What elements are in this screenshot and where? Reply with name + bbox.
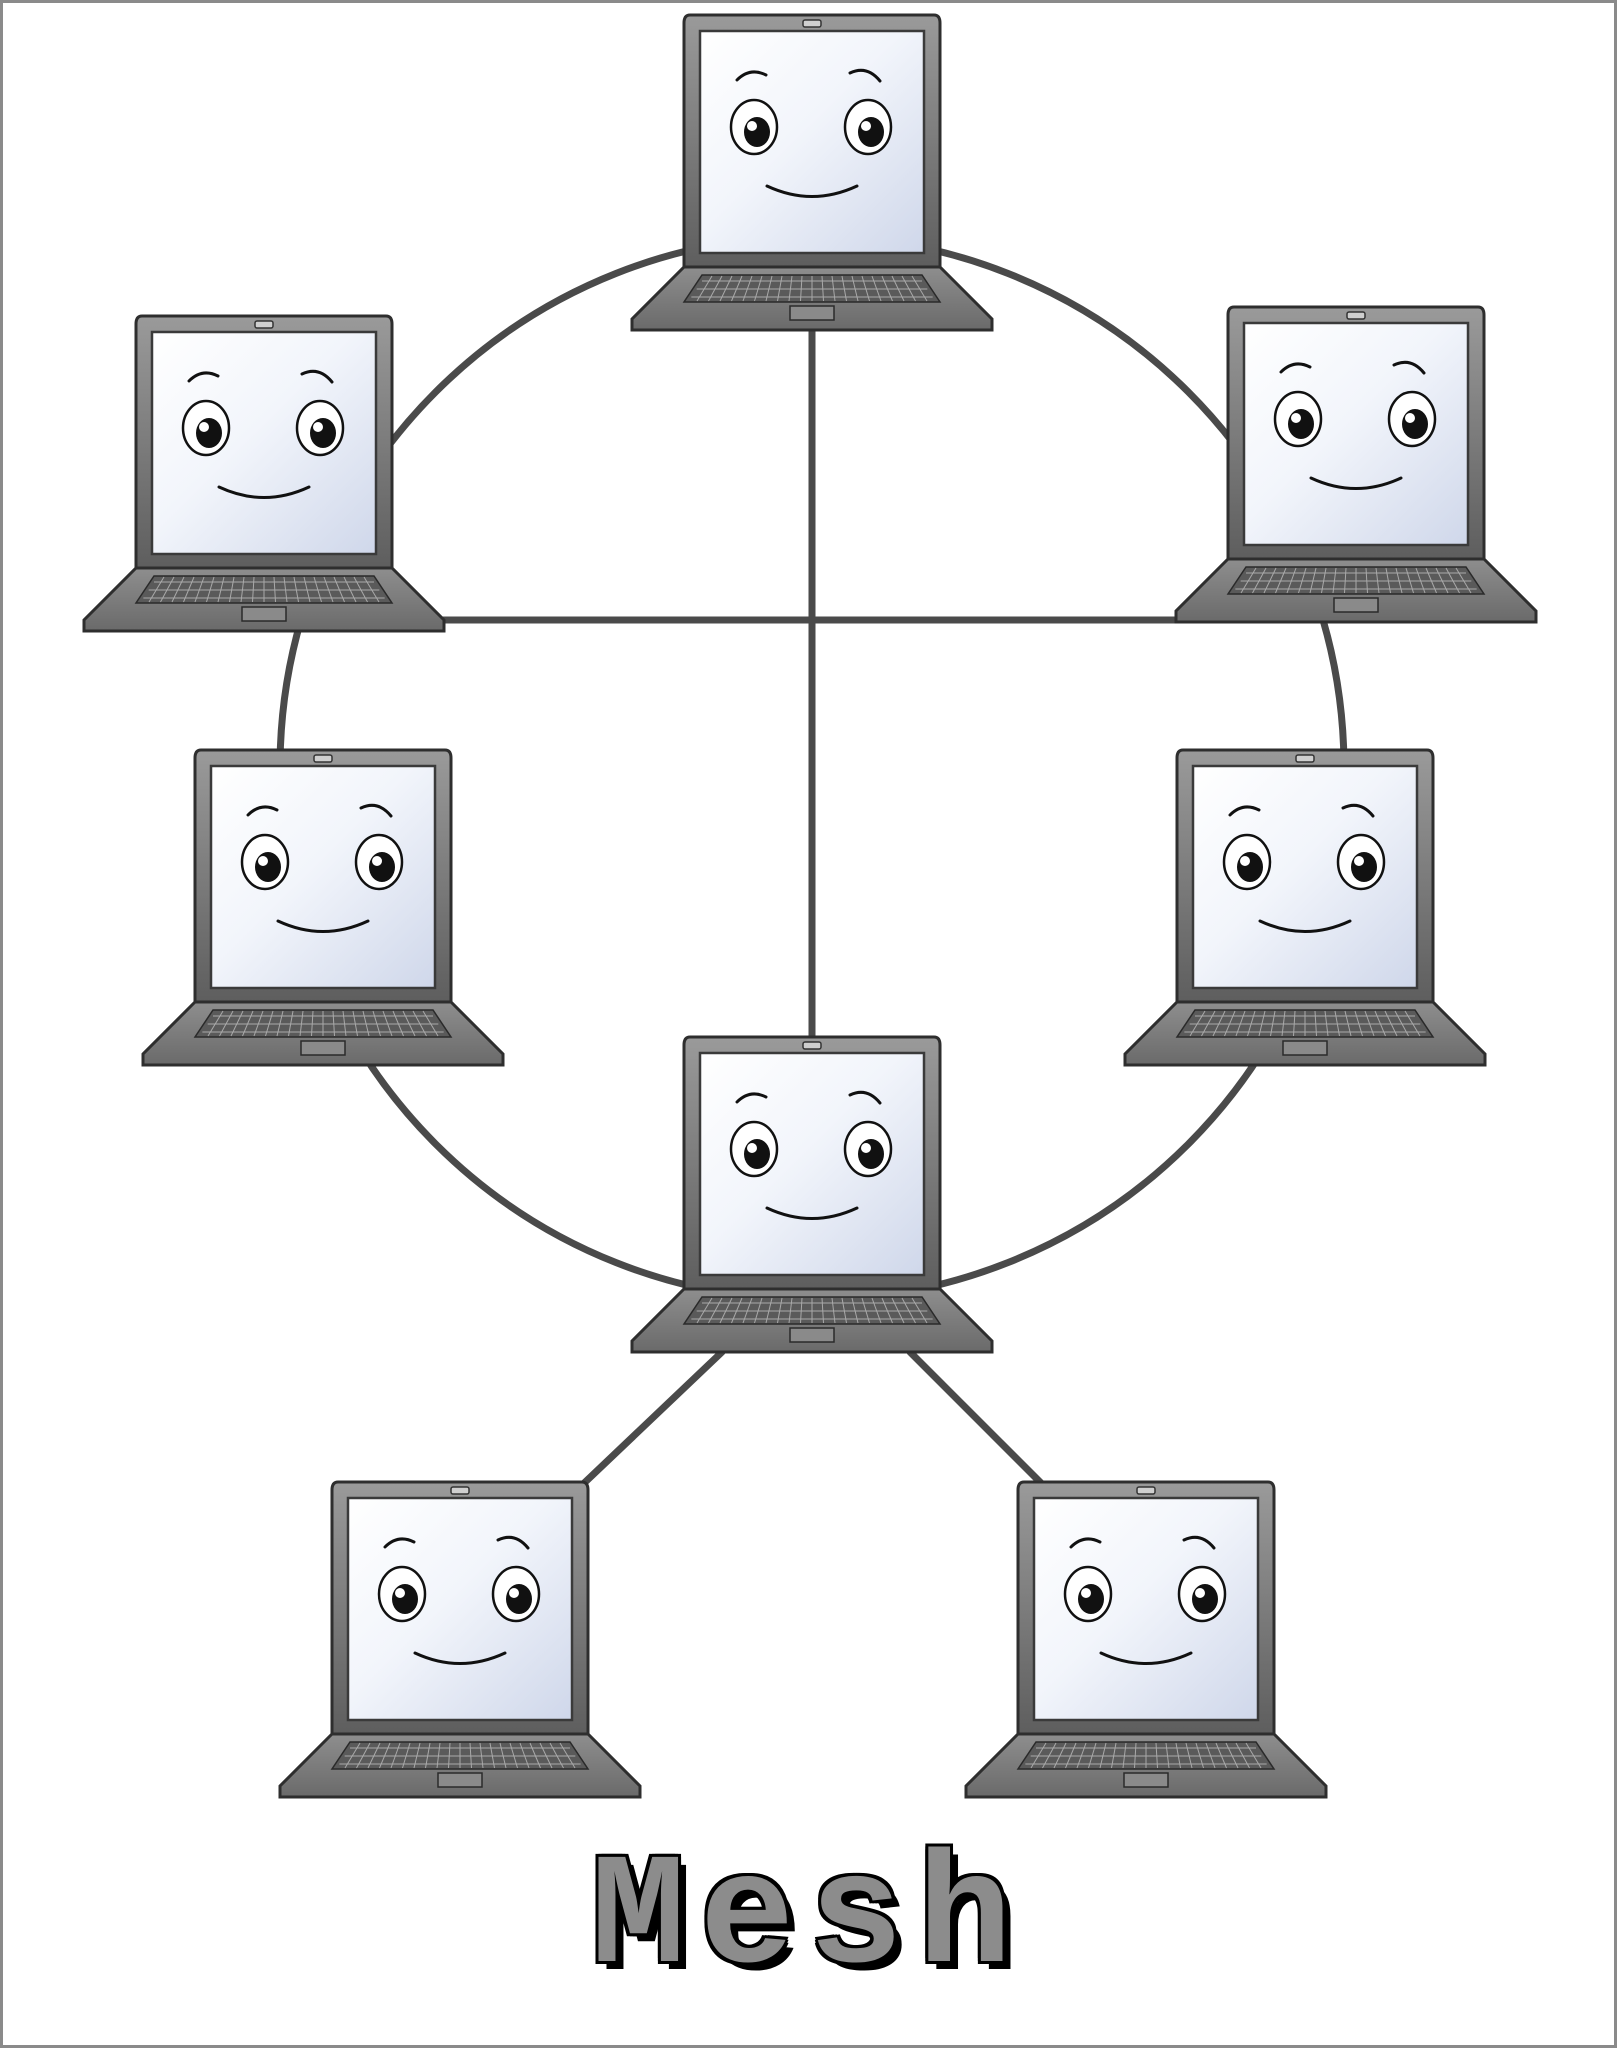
keyboard-icon — [1016, 1741, 1276, 1770]
webcam-icon — [254, 320, 274, 329]
webcam-icon — [802, 1041, 822, 1050]
laptop-middle-left — [141, 748, 505, 1067]
keyboard-icon — [682, 274, 942, 303]
laptop-middle-right — [1123, 748, 1487, 1067]
smiling-face-icon — [377, 1535, 541, 1665]
webcam-icon — [450, 1486, 470, 1495]
laptop-top — [630, 13, 994, 332]
smiling-face-icon — [1063, 1535, 1227, 1665]
smiling-face-icon — [1222, 803, 1386, 933]
webcam-icon — [313, 754, 333, 763]
laptop-bottom-left — [278, 1480, 642, 1799]
touchpad-icon — [1123, 1772, 1169, 1788]
smiling-face-icon — [729, 1090, 893, 1220]
laptop-bottom-right — [964, 1480, 1328, 1799]
keyboard-icon — [193, 1009, 453, 1038]
touchpad-icon — [1282, 1040, 1328, 1056]
touchpad-icon — [789, 1327, 835, 1343]
webcam-icon — [802, 19, 822, 28]
touchpad-icon — [437, 1772, 483, 1788]
touchpad-icon — [241, 606, 287, 622]
touchpad-icon — [300, 1040, 346, 1056]
keyboard-icon — [1175, 1009, 1435, 1038]
smiling-face-icon — [240, 803, 404, 933]
webcam-icon — [1346, 311, 1366, 320]
webcam-icon — [1136, 1486, 1156, 1495]
touchpad-icon — [1333, 597, 1379, 613]
touchpad-icon — [789, 305, 835, 321]
smiling-face-icon — [729, 68, 893, 198]
laptop-upper-right — [1174, 305, 1538, 624]
laptop-upper-left — [82, 314, 446, 633]
keyboard-icon — [1226, 566, 1486, 595]
keyboard-icon — [330, 1741, 590, 1770]
smiling-face-icon — [1273, 360, 1437, 490]
webcam-icon — [1295, 754, 1315, 763]
keyboard-icon — [134, 575, 394, 604]
smiling-face-icon — [181, 369, 345, 499]
laptop-center-bottom — [630, 1035, 994, 1354]
diagram-title: Mesh — [590, 1830, 1027, 2009]
keyboard-icon — [682, 1296, 942, 1325]
